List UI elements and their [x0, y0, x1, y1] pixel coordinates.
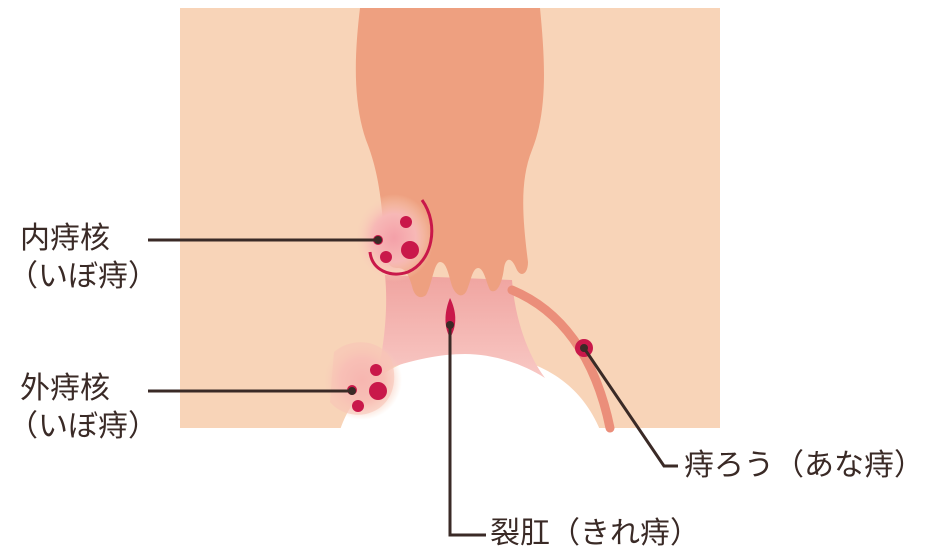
external-hemorrhoid-alias: （いぼ痔） — [8, 408, 158, 446]
external-hemorrhoid-name: 外痔核 — [20, 370, 158, 408]
internal-hemorrhoid-alias: （いぼ痔） — [8, 258, 158, 296]
anal-fissure-label: 裂肛（きれ痔） — [490, 515, 700, 553]
external-hemorrhoid-label: 外痔核 （いぼ痔） — [20, 370, 158, 446]
internal-hemorrhoid-label: 内痔核 （いぼ痔） — [20, 220, 158, 296]
anal-fistula-label: 痔ろう（あな痔） — [684, 447, 924, 485]
external-hemorrhoid — [322, 340, 402, 420]
internal-hemorrhoid — [354, 194, 434, 282]
internal-hemorrhoid-name: 内痔核 — [20, 220, 158, 258]
